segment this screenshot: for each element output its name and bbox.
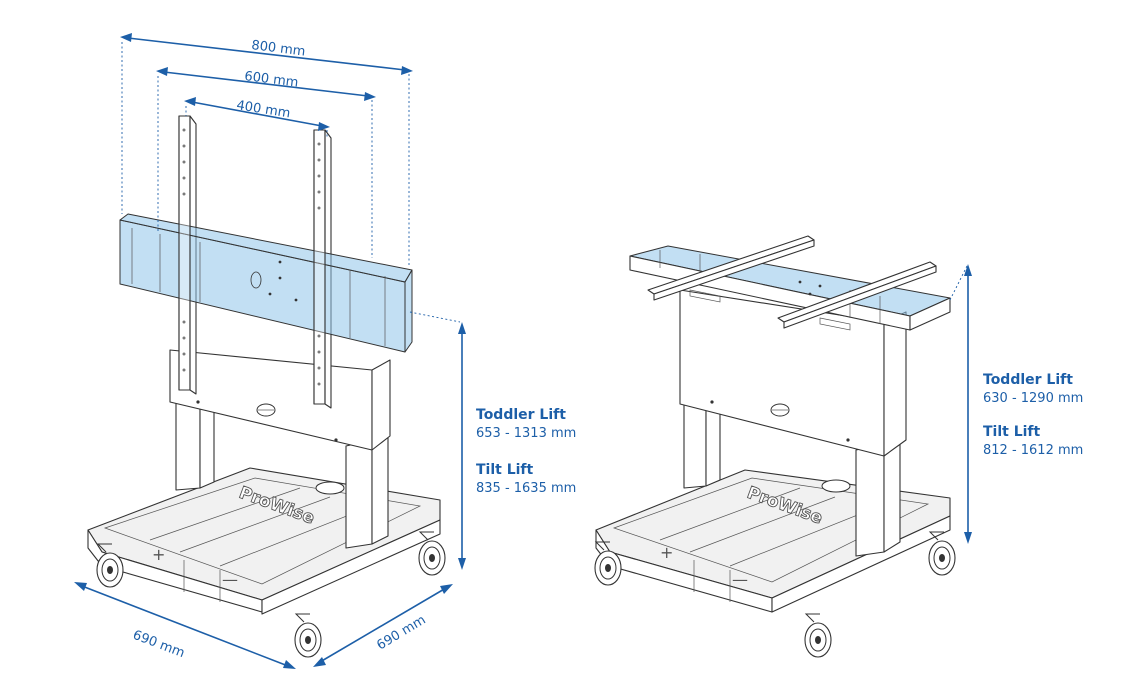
right-tilt-lift-range: 812 - 1612 mm	[983, 443, 1083, 458]
footprint-length-label: 690 mm	[131, 628, 187, 661]
left-mounting-plate	[119, 213, 413, 353]
left-plus-button: +	[152, 545, 165, 564]
footprint-depth-label: 690 mm	[374, 613, 428, 654]
width-400-label: 400 mm	[235, 98, 291, 121]
right-toddler-lift-range: 630 - 1290 mm	[983, 391, 1083, 406]
right-wheel-front-right	[804, 613, 832, 658]
left-toddler-lift-range: 653 - 1313 mm	[476, 426, 576, 441]
right-minus-button: —	[732, 570, 748, 589]
right-vesa-brackets	[647, 235, 937, 331]
right-height-dimension	[949, 263, 972, 544]
left-height-specs: Toddler Lift 653 - 1313 mm Tilt Lift 835…	[476, 407, 576, 496]
left-height-dimension	[409, 311, 466, 570]
left-cart: + — ProWise	[74, 33, 576, 669]
left-minus-button: —	[222, 570, 238, 589]
left-tilt-lift-range: 835 - 1635 mm	[476, 481, 576, 496]
width-800-label: 800 mm	[251, 38, 307, 60]
width-600-label: 600 mm	[244, 69, 300, 91]
right-plus-button: +	[660, 543, 673, 562]
right-height-specs: Toddler Lift 630 - 1290 mm Tilt Lift 812…	[983, 372, 1083, 458]
left-tilt-lift-title: Tilt Lift	[476, 462, 534, 478]
left-vesa-brackets	[178, 115, 332, 409]
left-toddler-lift-title: Toddler Lift	[476, 407, 566, 423]
right-tilt-lift-title: Tilt Lift	[983, 424, 1041, 440]
left-width-dimensions: 800 mm 600 mm 400 mm	[120, 33, 413, 266]
right-cart: + — ProWise	[594, 235, 1083, 658]
right-cart-columns	[679, 289, 907, 557]
right-toddler-lift-title: Toddler Lift	[983, 372, 1073, 388]
